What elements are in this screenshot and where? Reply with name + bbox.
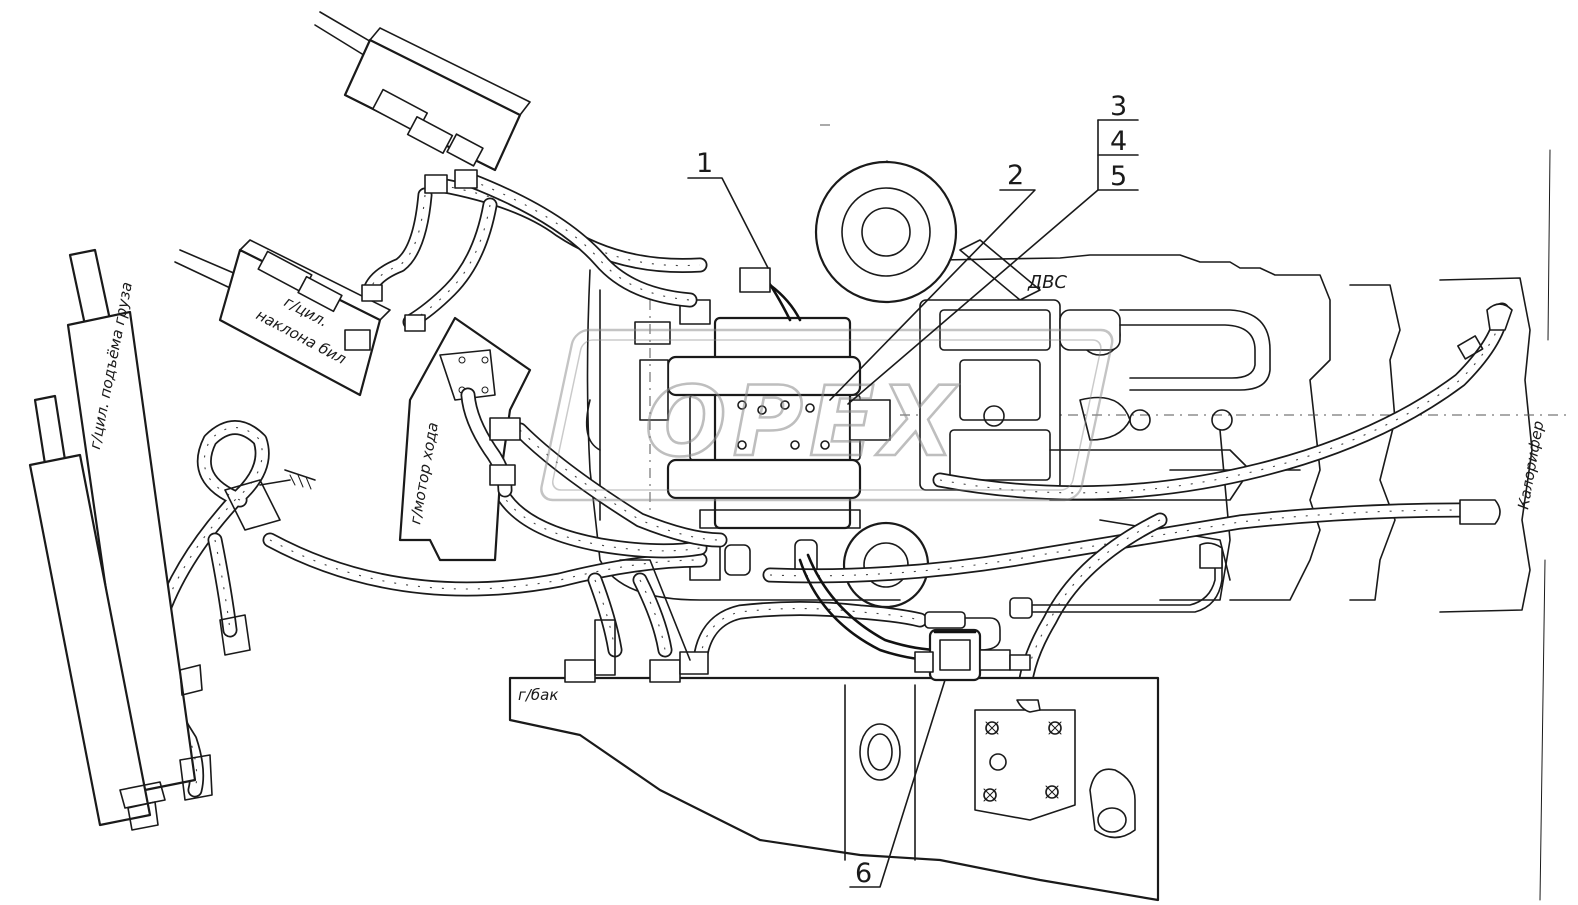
label-tank: г/бак: [518, 686, 558, 704]
opex-watermark: OPEX: [540, 328, 1114, 502]
callouts: 1 2 3 4 5 6: [687, 91, 1139, 889]
travel-motor: [398, 316, 532, 562]
watermark-text: OPEX: [645, 366, 961, 478]
lift-cylinders: [28, 248, 316, 831]
callout-4: 4: [1110, 126, 1127, 157]
filter-assembly: [914, 597, 1033, 682]
label-heater: Калорифер: [1514, 419, 1547, 510]
callout-6: 6: [855, 858, 872, 889]
label-engine: ДВС: [1027, 272, 1067, 293]
heater-connectors: [1016, 303, 1513, 713]
hydraulic-tank: [508, 559, 1160, 902]
callout-2: 2: [1007, 160, 1024, 191]
callout-5: 5: [1110, 161, 1127, 192]
callout-1: 1: [696, 148, 713, 179]
tilt-cylinders: [174, 11, 531, 397]
engine-block: [814, 160, 1301, 609]
callout-3: 3: [1110, 91, 1127, 122]
